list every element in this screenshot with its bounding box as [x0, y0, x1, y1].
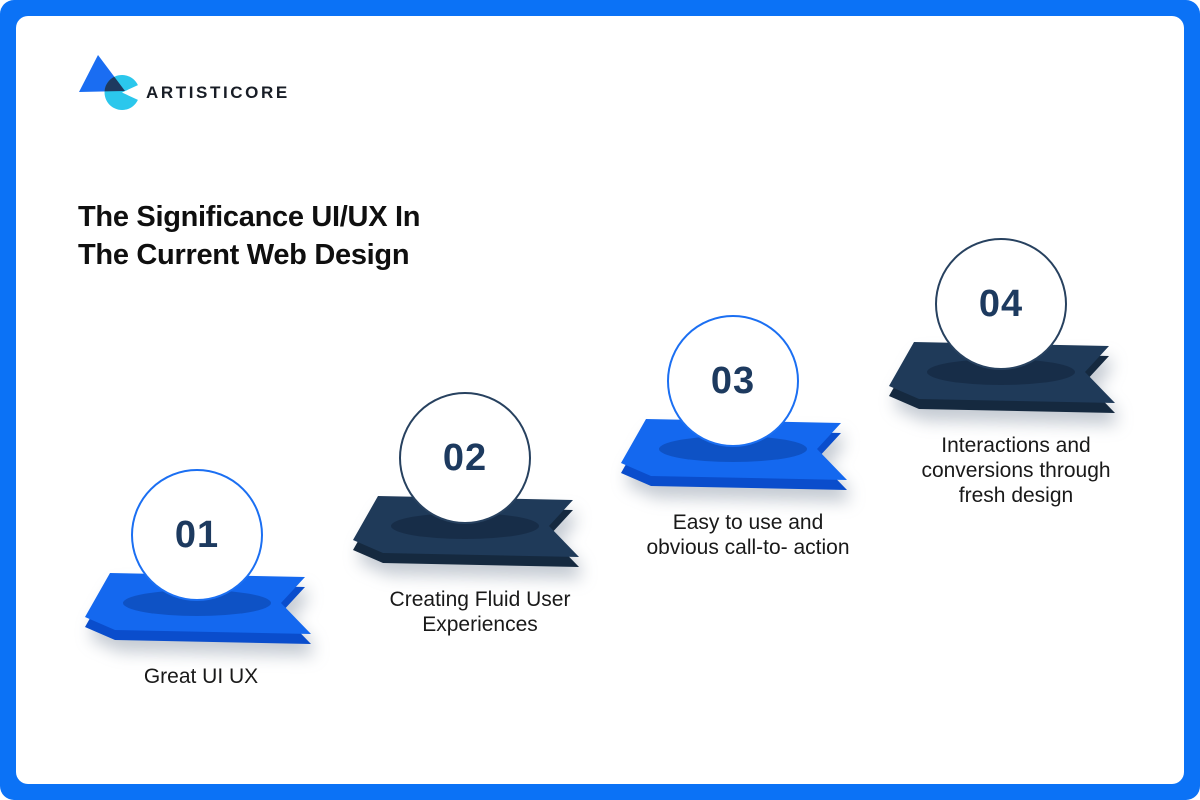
step-1-circle: 01 — [131, 469, 263, 601]
arrow-top-face — [353, 496, 579, 557]
arrow-top-face — [621, 419, 847, 480]
step-3-ribbon-arrow — [621, 419, 847, 490]
step-label-line: Creating Fluid User — [389, 588, 571, 611]
step-2-ribbon-arrow — [353, 496, 579, 567]
step-3-number: 03 — [710, 359, 756, 402]
circle-contact-shadow — [659, 436, 807, 462]
step-4-circle: 04 — [935, 238, 1067, 370]
step-label-line: Interactions and — [941, 434, 1091, 457]
step-label-line: conversions through — [921, 459, 1111, 482]
step-1-number: 01 — [174, 513, 220, 556]
step-2: 02 Creating Fluid User Experiences — [346, 392, 586, 636]
step-1: 01 Great UI UX — [78, 469, 318, 688]
arrow-top-face — [889, 342, 1115, 403]
brand-name: ARTISTICORE — [146, 83, 290, 102]
step-label-line: Easy to use and — [672, 511, 824, 534]
step-4: 04 Interactions and conversions through … — [882, 238, 1122, 507]
step-2-number: 02 — [442, 436, 488, 479]
page-title-line-1: The Significance UI/UX In — [78, 201, 421, 233]
page-title-line-2: The Current Web Design — [78, 239, 410, 271]
step-3-label: Easy to use and obvious call-to- action — [578, 510, 918, 560]
circle-contact-shadow — [123, 590, 271, 616]
step-label-line: obvious call-to- action — [646, 536, 850, 559]
step-2-label: Creating Fluid User Experiences — [310, 587, 650, 637]
arrow-top-face — [85, 573, 311, 634]
artisticore-logo-icon — [79, 55, 138, 110]
page-title: The Significance UI/UX In The Current We… — [78, 198, 420, 274]
step-label-line: Great UI UX — [143, 665, 259, 688]
step-4-ribbon-arrow — [889, 342, 1115, 413]
step-4-number: 04 — [978, 282, 1024, 325]
step-1-label: Great UI UX — [31, 664, 371, 689]
step-3-circle: 03 — [667, 315, 799, 447]
circle-contact-shadow — [927, 359, 1075, 385]
step-label-line: fresh design — [958, 484, 1074, 507]
step-4-label: Interactions and conversions through fre… — [846, 433, 1186, 508]
logo-overlap-shape — [104, 76, 125, 92]
step-2-circle: 02 — [399, 392, 531, 524]
step-1-ribbon-arrow — [85, 573, 311, 644]
circle-contact-shadow — [391, 513, 539, 539]
step-label-line: Experiences — [422, 613, 538, 636]
step-3: 03 Easy to use and obvious call-to- acti… — [614, 315, 854, 559]
